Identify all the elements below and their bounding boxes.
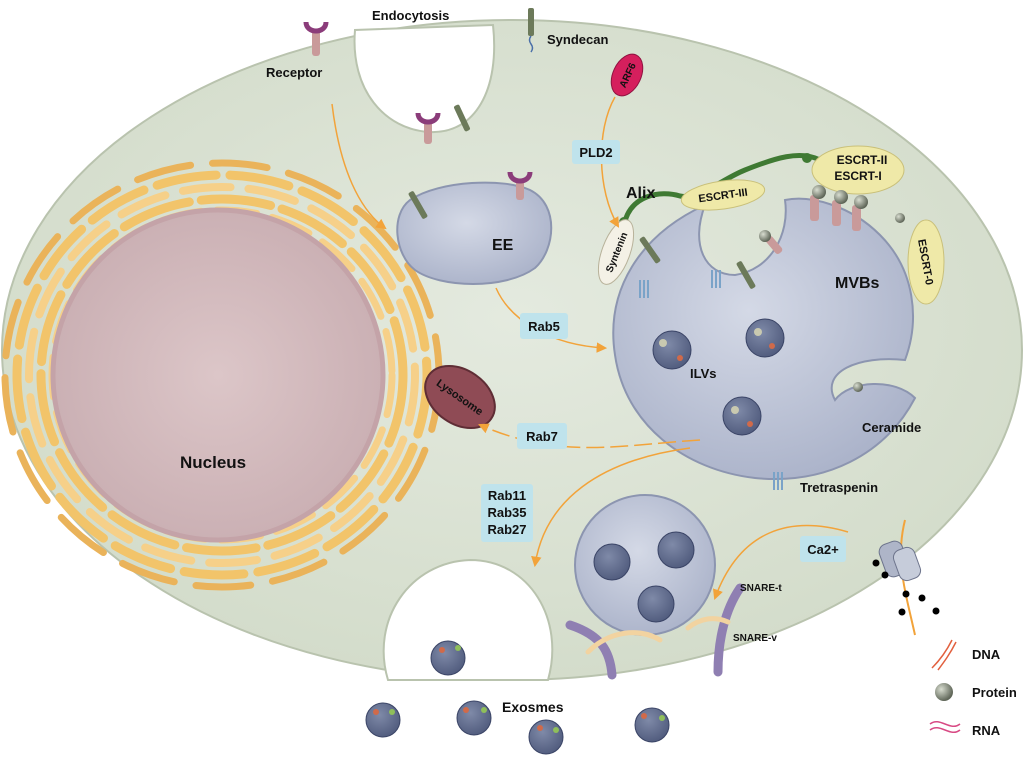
ilv-vesicle bbox=[652, 330, 692, 370]
exosome bbox=[634, 707, 670, 743]
membrane-proteins bbox=[303, 8, 905, 490]
endocytosis-label: Endocytosis bbox=[372, 8, 449, 23]
legend-rna-label: RNA bbox=[972, 723, 1001, 738]
ceramide-label: Ceramide bbox=[862, 420, 921, 435]
syntenin-protein bbox=[597, 219, 635, 285]
receptor-protein bbox=[415, 112, 441, 144]
arrow-endocytosis-to-ee bbox=[331, 103, 387, 230]
tetraspanin-protein bbox=[639, 270, 783, 490]
escrt-ii-label: ESCRT-II bbox=[837, 153, 888, 167]
rab27-label: Rab27 bbox=[487, 522, 526, 537]
ilv-vesicle bbox=[593, 543, 631, 581]
escrt-i-label: ESCRT-I bbox=[834, 169, 881, 183]
rab7-label: Rab7 bbox=[526, 429, 558, 444]
pld2-tag: PLD2 bbox=[572, 140, 620, 164]
rab7-tag: Rab7 bbox=[517, 423, 567, 449]
snare-v-label: SNARE-v bbox=[733, 633, 777, 644]
nucleus bbox=[50, 207, 386, 543]
rab-exocytosis-tag: Rab11 Rab35 Rab27 bbox=[481, 484, 533, 542]
ilv-vesicle bbox=[657, 531, 695, 569]
syndecan-label: Syndecan bbox=[547, 32, 608, 47]
nucleus-label: Nucleus bbox=[180, 453, 246, 472]
exosome bbox=[456, 700, 492, 736]
legend-protein-label: Protein bbox=[972, 685, 1017, 700]
ilv-vesicle bbox=[745, 318, 785, 358]
protein-icon bbox=[935, 683, 953, 701]
snare-t-label: SNARE-t bbox=[740, 583, 782, 594]
receptor-label: Receptor bbox=[266, 65, 322, 80]
exosome bbox=[528, 719, 564, 755]
escrt-i-ii-complex bbox=[811, 145, 905, 195]
rab5-tag: Rab5 bbox=[520, 313, 568, 339]
ilv-vesicles bbox=[652, 318, 863, 436]
lysosome bbox=[424, 364, 496, 430]
pld2-label: PLD2 bbox=[579, 145, 612, 160]
rab5-label: Rab5 bbox=[528, 319, 560, 334]
rna-icon bbox=[929, 721, 961, 733]
exosome bbox=[365, 702, 401, 738]
arrow-calcium-to-fusion bbox=[712, 524, 849, 600]
legend: DNA Protein RNA bbox=[929, 639, 1017, 738]
ca2-label: Ca2+ bbox=[807, 542, 839, 557]
released-exosomes bbox=[365, 640, 670, 755]
exosomes-label: Exosmes bbox=[502, 699, 564, 715]
legend-dna-label: DNA bbox=[972, 647, 1001, 662]
ca2-tag: Ca2+ bbox=[800, 536, 846, 562]
escrt-0-complex bbox=[907, 219, 945, 305]
arf6-protein bbox=[610, 53, 644, 97]
syndecan-protein bbox=[639, 236, 661, 264]
rab35-label: Rab35 bbox=[487, 505, 526, 520]
calcium-channel bbox=[872, 519, 940, 636]
receptor-protein bbox=[507, 171, 533, 200]
alix-label: Alix bbox=[626, 185, 655, 202]
rab11-label: Rab11 bbox=[488, 488, 526, 503]
snare-proteins bbox=[565, 583, 745, 680]
ilvs-label: ILVs bbox=[690, 366, 717, 381]
mvbs-label: MVBs bbox=[835, 275, 880, 292]
syndecan-protein bbox=[408, 191, 428, 219]
ilv-vesicle bbox=[637, 585, 675, 623]
early-endosome bbox=[396, 181, 553, 285]
escrt-machinery: Alix ESCRT-III ESCRT-II ESCRT-I ESCRT-0 … bbox=[597, 145, 945, 305]
escrt-iii-complex bbox=[680, 179, 766, 211]
dna-icon bbox=[931, 639, 957, 671]
exocytosis-opening bbox=[382, 558, 554, 681]
ilv-vesicle bbox=[722, 396, 762, 436]
syndecan-protein bbox=[736, 261, 756, 289]
arrow-mvb-to-exocytosis bbox=[531, 447, 691, 568]
mvb-membrane-receptors bbox=[759, 185, 905, 255]
arrow-mvb-to-lysosome bbox=[478, 423, 701, 449]
syndecan-protein bbox=[528, 8, 534, 53]
ee-label: EE bbox=[492, 237, 514, 254]
receptor-protein bbox=[303, 21, 329, 56]
tretraspenin-label: Tretraspenin bbox=[800, 480, 878, 495]
syndecan-protein bbox=[454, 104, 470, 132]
